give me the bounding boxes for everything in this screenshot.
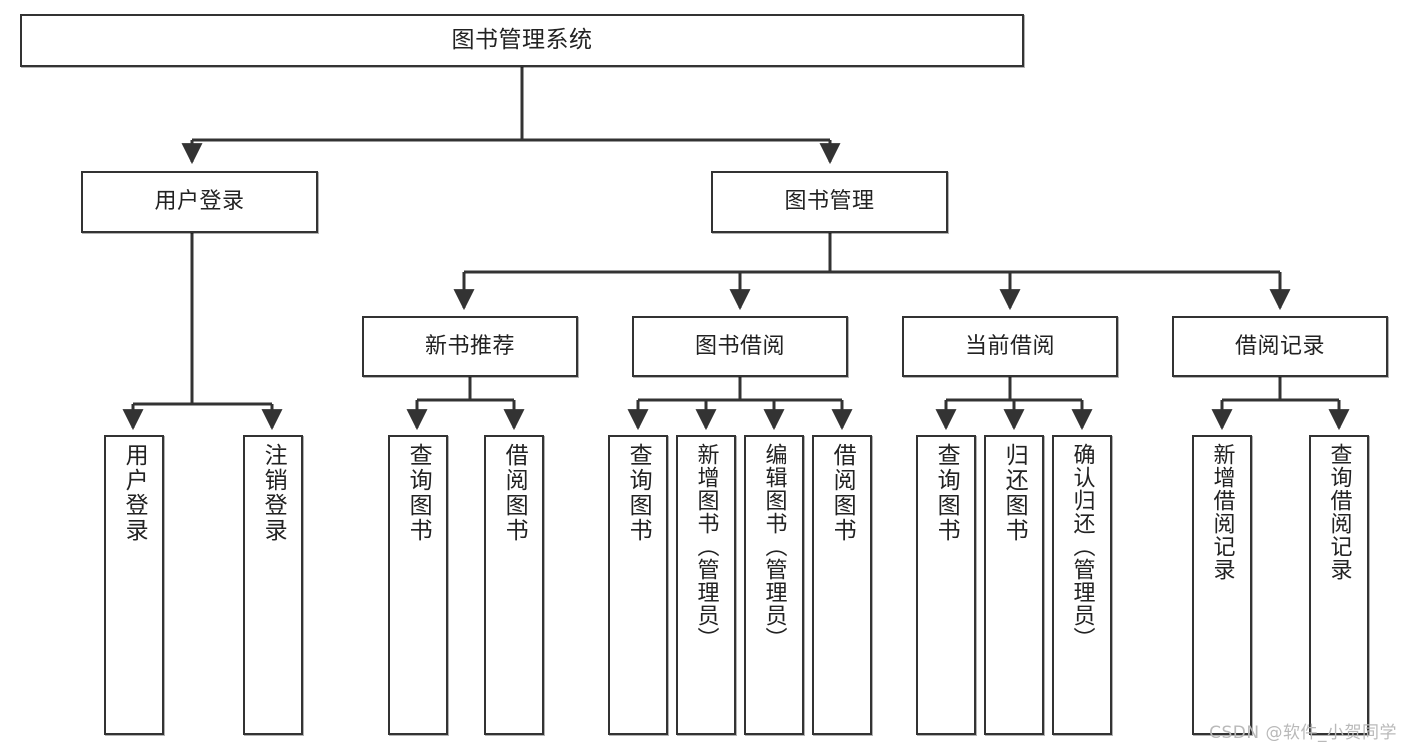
node-new-book-recommend[interactable]: 新书推荐: [362, 316, 578, 377]
node-label: 注销登录: [260, 443, 287, 543]
leaf-current-return-book[interactable]: 归还图书: [984, 435, 1044, 735]
node-label: 归还图书: [1001, 443, 1028, 543]
node-label: 借阅图书: [501, 443, 528, 543]
leaf-recommend-borrow-book[interactable]: 借阅图书: [484, 435, 544, 735]
node-label: 图书管理: [784, 189, 875, 215]
node-label: 用户登录: [121, 443, 148, 543]
node-label: 图书管理系统: [451, 27, 593, 54]
node-label: 查询图书: [625, 443, 652, 543]
node-root-system[interactable]: 图书管理系统: [20, 14, 1024, 67]
leaf-borrow-add-book-admin[interactable]: 新增图书（管理员）: [676, 435, 736, 735]
node-label: 新增借阅记录: [1209, 443, 1235, 581]
leaf-current-confirm-return-admin[interactable]: 确认归还（管理员）: [1052, 435, 1112, 735]
node-label: 确认归还（管理员）: [1069, 443, 1095, 650]
node-label: 查询图书: [405, 443, 432, 543]
node-label: 用户登录: [154, 189, 245, 215]
leaf-current-query-book[interactable]: 查询图书: [916, 435, 976, 735]
node-borrow-record[interactable]: 借阅记录: [1172, 316, 1388, 377]
leaf-recommend-query-book[interactable]: 查询图书: [388, 435, 448, 735]
node-label: 当前借阅: [964, 333, 1055, 359]
node-label: 图书借阅: [694, 333, 785, 359]
leaf-record-add-record[interactable]: 新增借阅记录: [1192, 435, 1252, 735]
node-label: 借阅记录: [1234, 333, 1325, 359]
node-label: 新增图书（管理员）: [693, 443, 719, 650]
node-user-login[interactable]: 用户登录: [81, 171, 318, 233]
leaf-user-login-signin[interactable]: 用户登录: [104, 435, 164, 735]
node-book-management[interactable]: 图书管理: [711, 171, 948, 233]
watermark-text: CSDN @软件_小贺同学: [1209, 723, 1397, 743]
leaf-borrow-query-book[interactable]: 查询图书: [608, 435, 668, 735]
node-book-borrow[interactable]: 图书借阅: [632, 316, 848, 377]
node-label: 编辑图书（管理员）: [761, 443, 787, 650]
node-label: 新书推荐: [424, 333, 515, 359]
leaf-user-login-signout[interactable]: 注销登录: [243, 435, 303, 735]
node-current-borrow[interactable]: 当前借阅: [902, 316, 1118, 377]
leaf-borrow-edit-book-admin[interactable]: 编辑图书（管理员）: [744, 435, 804, 735]
leaf-record-query-record[interactable]: 查询借阅记录: [1309, 435, 1369, 735]
leaf-borrow-borrow-book[interactable]: 借阅图书: [812, 435, 872, 735]
node-label: 查询图书: [933, 443, 960, 543]
node-label: 借阅图书: [829, 443, 856, 543]
node-label: 查询借阅记录: [1326, 443, 1352, 581]
